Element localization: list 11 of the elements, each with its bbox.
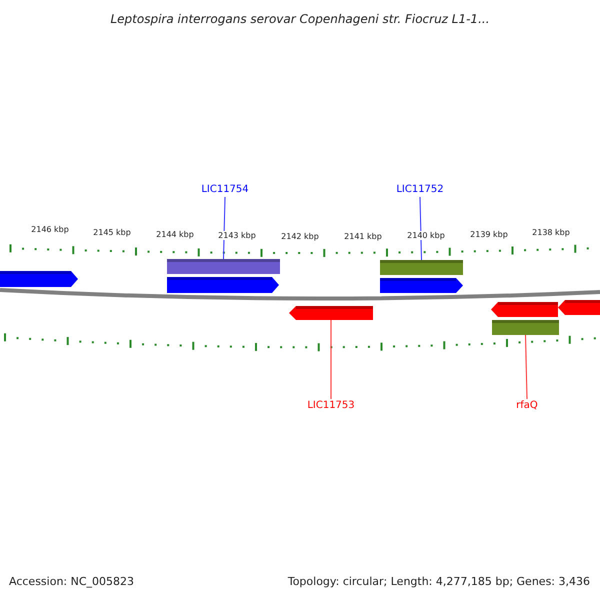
gene-label: rfaQ [507,399,547,413]
leader-line [223,196,226,260]
accession-text: Accession: NC_005823 [9,575,134,588]
gene-label: LIC11752 [390,183,450,197]
gene-label: LIC11753 [300,399,362,413]
genome-info-text: Topology: circular; Length: 4,277,185 bp; Genes: 3,436 [288,575,590,588]
leader-line [420,196,422,260]
leader-line [525,334,528,400]
leader-line [330,320,332,400]
gene-label: LIC11754 [195,183,255,197]
title: Leptospira interrogans serovar Copenhageni str. Fiocruz L1-1... [109,12,491,26]
